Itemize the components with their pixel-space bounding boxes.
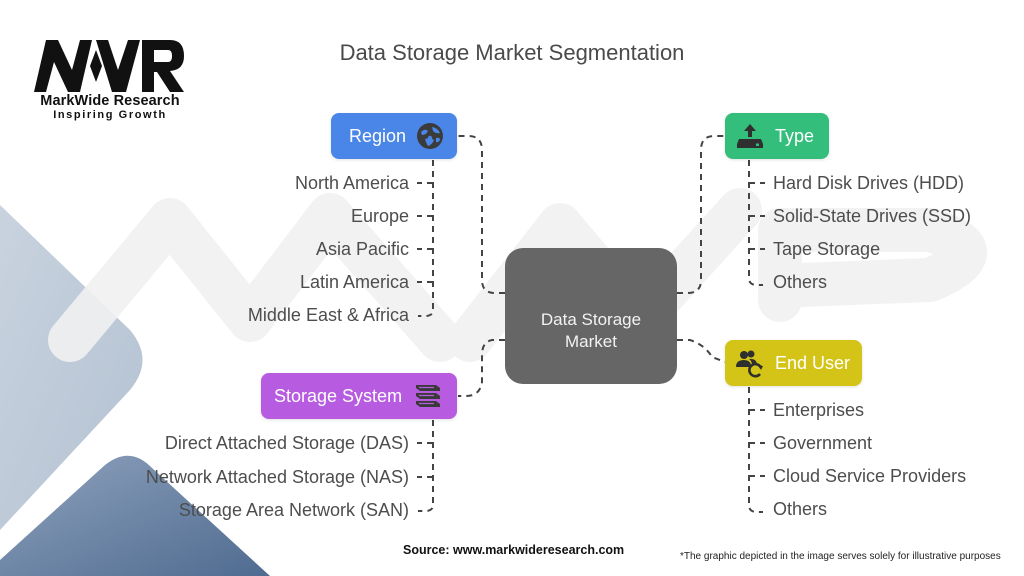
connector-enduser-spine [748,387,763,513]
region-item: Middle East & Africa [247,305,409,325]
end-user-item: Government [773,433,873,453]
region-item: Asia Pacific [315,239,409,259]
brand-tagline: Inspiring Growth [53,109,167,121]
end-user-item: Enterprises [773,400,865,420]
category-storage-system-label: Storage System [274,385,403,406]
category-type: Type [725,113,829,159]
end-user-item: Cloud Service Providers [773,466,967,486]
server-stack-icon [416,385,441,407]
storage-system-item: Network Attached Storage (NAS) [145,467,409,487]
bg-diamond-light [0,205,143,530]
category-region-label: Region [349,125,407,146]
category-end-user: End User [725,340,862,386]
region-item: North America [294,173,409,193]
connector-center-type [677,135,725,294]
storage-system-item: Direct Attached Storage (DAS) [164,433,409,453]
connector-center-region [458,135,505,294]
region-item: Latin America [299,272,409,292]
type-item: Hard Disk Drives (HDD) [773,173,965,193]
connector-storage-spine [418,420,434,512]
bg-triangle-dark [0,455,270,576]
category-type-label: Type [775,125,815,146]
category-region: Region [331,113,457,159]
type-item: Tape Storage [773,239,881,259]
source-text: Source: www.markwideresearch.com [403,543,625,557]
connector-region-spine [418,160,434,317]
center-node-label: Data Storage Market [540,310,642,351]
disclaimer-text: *The graphic depicted in the image serve… [680,551,1001,562]
users-refresh-icon [736,350,763,378]
globe-icon [417,123,444,149]
type-item: Solid-State Drives (SSD) [773,206,972,226]
storage-system-item: Storage Area Network (SAN) [178,500,409,520]
connector-center-enduser [677,339,726,363]
brand-logo: MarkWide Research Inspiring Growth [34,40,194,121]
type-item: Others [773,272,828,292]
brand-name: MarkWide Research [40,93,180,109]
category-end-user-label: End User [775,352,851,373]
connector-center-storage [458,339,505,397]
mwr-logo-mark [34,40,184,92]
region-item: Europe [350,206,409,226]
category-storage-system: Storage System [261,373,457,419]
end-user-item: Others [773,499,828,519]
hard-drive-upload-icon [737,124,763,148]
connector-type-spine [748,160,763,286]
page-title: Data Storage Market Segmentation [339,40,685,65]
center-node: Data Storage Market [505,248,677,384]
